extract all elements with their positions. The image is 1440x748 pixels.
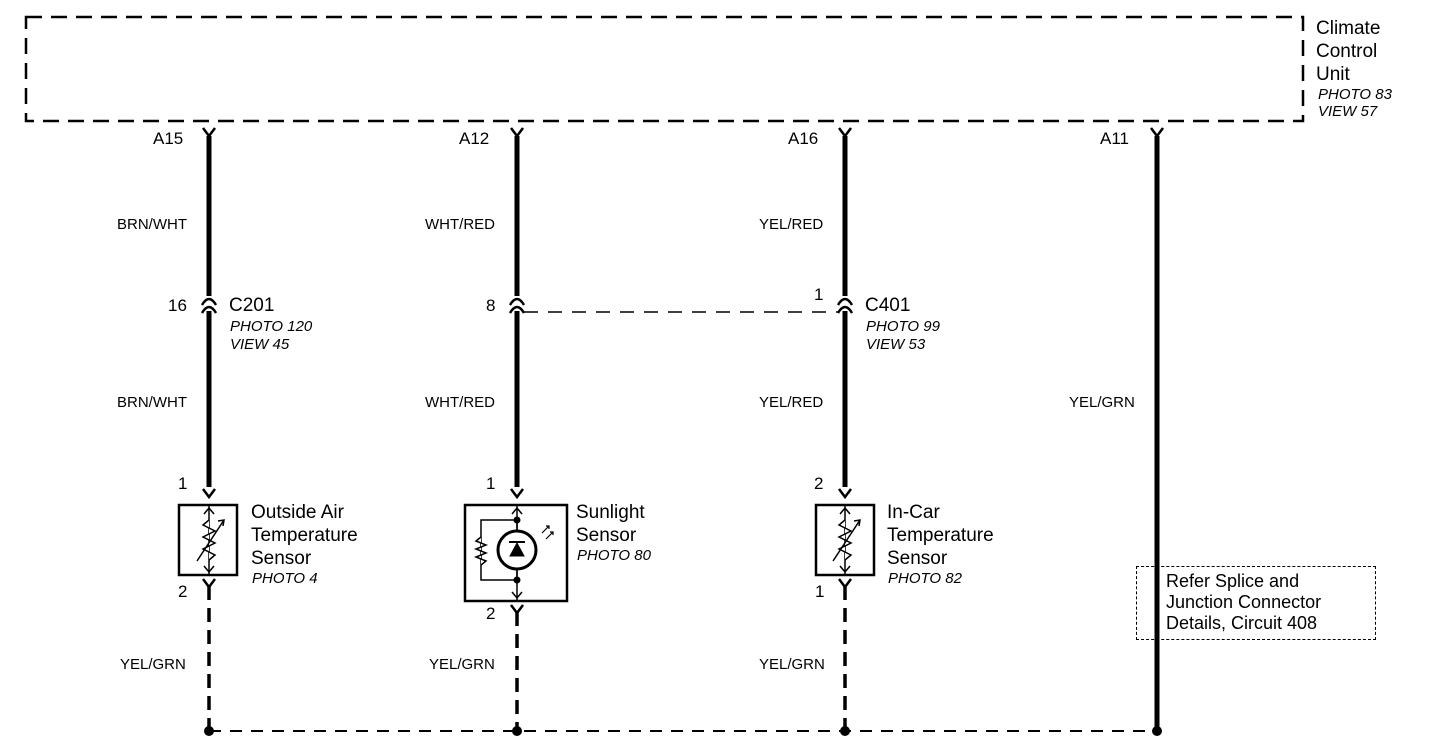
c201-name: C201 <box>229 295 275 316</box>
ccu-view: VIEW 57 <box>1318 103 1378 120</box>
sensor-name-line: Temperature <box>251 525 358 546</box>
sensor-name-line: Sensor <box>576 525 637 546</box>
outside-air-sensor-symbol <box>177 503 239 590</box>
pin-a16: A16 <box>788 129 819 148</box>
in-car-sensor-symbol <box>814 503 876 590</box>
wire-color-label: YEL/GRN <box>429 656 495 673</box>
c401-pin-8: 8 <box>486 296 496 315</box>
ccu-name-line: Unit <box>1316 64 1350 85</box>
outside-air-photo: PHOTO 4 <box>252 570 318 587</box>
sensor-name-line: Sensor <box>887 548 948 569</box>
wire-a15 <box>200 127 218 500</box>
sunlight-pin-bottom: 2 <box>486 604 496 623</box>
sensor-name-line: In-Car <box>887 502 940 523</box>
wire-color-label: YEL/GRN <box>120 656 186 673</box>
sensor-name-line: Outside Air <box>251 502 344 523</box>
splice-point-2 <box>512 726 522 736</box>
c201-pin: 16 <box>168 296 187 315</box>
c201-photo: PHOTO 120 <box>230 318 313 335</box>
pin-a11: A11 <box>1100 129 1129 148</box>
note-line: Refer Splice and <box>1166 571 1300 591</box>
ccu-name-line: Climate <box>1316 18 1381 39</box>
splice-point-4 <box>1152 726 1162 736</box>
in-car-sensor-label: In-Car Temperature Sensor <box>887 501 994 570</box>
sunlight-sensor-label: Sunlight Sensor <box>576 501 645 547</box>
sensor-name-line: Sensor <box>251 548 312 569</box>
sensor-name-line: Sunlight <box>576 502 645 523</box>
wire-color-label: BRN/WHT <box>117 216 187 233</box>
ccu-photo: PHOTO 83 <box>1318 86 1392 103</box>
ccu-name-line: Control <box>1316 41 1378 62</box>
splice-point-1 <box>204 726 214 736</box>
outside-air-pin-top: 1 <box>178 474 188 493</box>
in-car-pin-bottom: 1 <box>815 582 825 601</box>
ccu-label: Climate Control Unit <box>1316 17 1380 86</box>
wire-color-label: YEL/RED <box>759 216 824 233</box>
note-line: Details, Circuit 408 <box>1166 613 1318 633</box>
wire-color-label: YEL/GRN <box>1069 394 1135 411</box>
wire-color-label: YEL/RED <box>759 394 824 411</box>
c401-photo: PHOTO 99 <box>866 318 940 335</box>
outside-air-sensor-label: Outside Air Temperature Sensor <box>251 501 358 570</box>
reference-note-box <box>1136 566 1376 640</box>
wire-color-label: BRN/WHT <box>117 394 187 411</box>
sunlight-photo: PHOTO 80 <box>577 547 651 564</box>
wire-a11 <box>1150 127 1164 730</box>
pin-a12: A12 <box>459 129 490 148</box>
c401-view: VIEW 53 <box>866 336 926 353</box>
wire-a16 <box>836 127 854 500</box>
c401-name: C401 <box>865 295 911 316</box>
sunlight-pin-top: 1 <box>486 474 496 493</box>
sunlight-sensor-symbol <box>463 503 569 616</box>
splice-point-3 <box>840 726 850 736</box>
c401-pin-1: 1 <box>814 285 824 304</box>
pin-a15: A15 <box>153 129 184 148</box>
in-car-pin-top: 2 <box>814 474 824 493</box>
reference-note-text: Refer Splice and Junction Connector Deta… <box>1166 571 1324 634</box>
note-line: Junction Connector <box>1166 592 1322 612</box>
climate-control-unit-box <box>24 15 1305 123</box>
wire-color-label: WHT/RED <box>425 394 495 411</box>
wire-a12 <box>508 127 526 500</box>
wire-color-label: YEL/GRN <box>759 656 825 673</box>
c201-view: VIEW 45 <box>230 336 290 353</box>
in-car-photo: PHOTO 82 <box>888 570 962 587</box>
wire-color-label: WHT/RED <box>425 216 495 233</box>
outside-air-pin-bottom: 2 <box>178 582 188 601</box>
sensor-name-line: Temperature <box>887 525 994 546</box>
